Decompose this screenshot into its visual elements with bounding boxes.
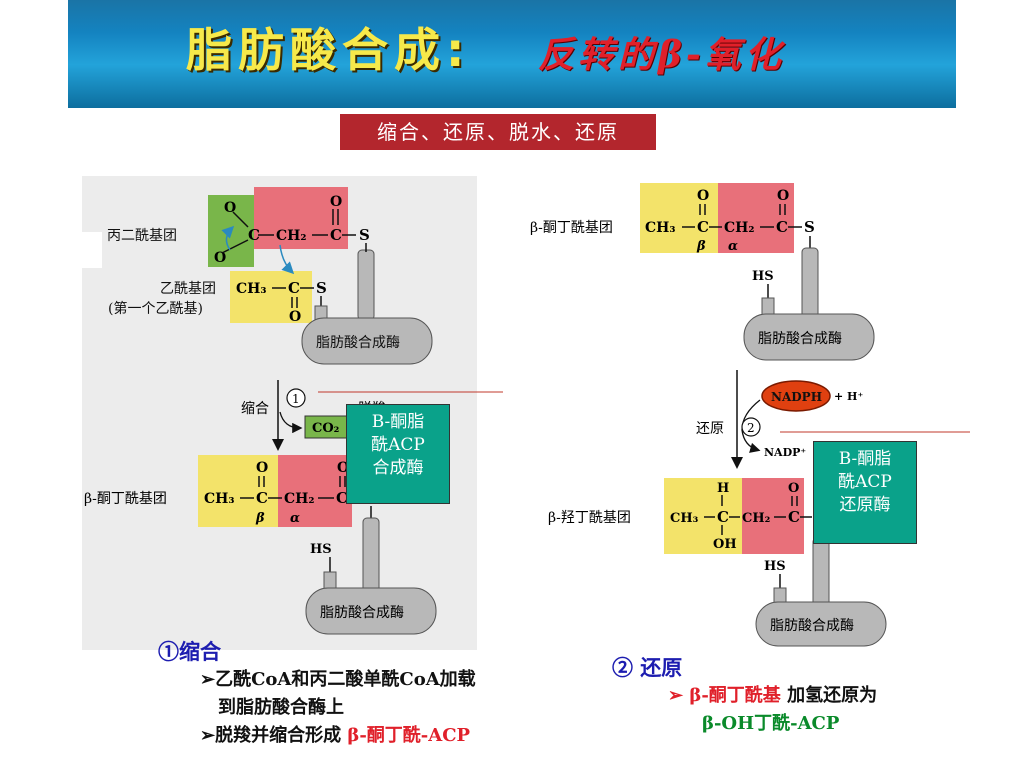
atom-c: C	[330, 226, 342, 244]
atom-o: O	[289, 309, 301, 325]
title-subtitle: 反转的β-氧化	[538, 34, 785, 76]
atom-c: C	[717, 508, 729, 526]
atom-c: C	[788, 508, 800, 526]
beta-symbol: β	[696, 239, 706, 254]
note-highlight: β-酮丁酰-ACP	[347, 725, 471, 746]
group-oh: OH	[713, 537, 737, 552]
right-product-yellow-box	[664, 478, 742, 554]
atom-c: C	[697, 218, 709, 236]
enzyme-label: 脂肪酸合成酶	[758, 331, 842, 347]
atom-c: C	[256, 489, 268, 507]
reduction-notes: ② 还原 ➢ β-酮丁酰基 加氢还原为 β-OH丁酰-ACP	[542, 652, 882, 738]
steps-banner: 缩合、还原、脱水、还原	[340, 114, 656, 150]
atom-c: C	[248, 226, 260, 244]
atom-h: H	[717, 481, 729, 496]
group-ch2: CH₂	[742, 511, 770, 526]
callout-line: 合成酶	[372, 458, 424, 478]
note-line: 到脂肪酸合酶上	[218, 697, 344, 718]
group-ch2: CH₂	[276, 228, 307, 244]
nadp-plus-label: NADP⁺	[764, 446, 806, 459]
atom-o: O	[256, 460, 268, 476]
atom-o: O	[697, 188, 709, 204]
atom-o: O	[330, 194, 342, 210]
atom-c: C	[776, 218, 788, 236]
title-header: 脂肪酸合成: 反转的β-氧化	[68, 0, 956, 108]
group-ch3: CH₃	[645, 220, 676, 236]
section-heading: ② 还原	[612, 655, 683, 680]
step2-number: 2	[747, 421, 755, 435]
h-plus-label: + H⁺	[834, 390, 863, 403]
enzyme-label: 脂肪酸合成酶	[770, 618, 854, 634]
callout-line: 酰ACP	[371, 435, 425, 455]
beta-symbol: β	[255, 511, 265, 526]
callout-line: B-酮脂	[371, 412, 425, 432]
note-line: 加氢还原为	[787, 685, 878, 706]
note-line: ➢乙酰CoA和丙二酸单酰CoA加载	[200, 669, 476, 690]
enzyme-top-right	[743, 313, 875, 361]
atom-c: C	[288, 279, 300, 297]
atom-o: O	[788, 481, 799, 496]
note-highlight: β-酮丁酰基	[689, 685, 781, 706]
atom-s: S	[359, 226, 370, 244]
product-label: β-酮丁酰基团	[84, 490, 167, 507]
enzyme-label: 脂肪酸合成酶	[320, 605, 404, 621]
nadph-label: NADPH	[771, 390, 822, 404]
right-yellow-box	[640, 183, 718, 253]
callout-reductase: B-酮脂 酰ACP 还原酶	[813, 441, 917, 544]
atom-c: C	[336, 489, 348, 507]
note-highlight: β-OH丁酰-ACP	[702, 713, 840, 734]
group-ch3: CH₃	[670, 511, 699, 526]
callout-line: 酰ACP	[838, 472, 892, 492]
bullet-marker: ➢	[668, 685, 684, 706]
enzyme-bottom-right	[755, 601, 887, 647]
product-red-box	[278, 455, 352, 527]
product-yellow-box	[198, 455, 278, 527]
right-red-box	[718, 183, 794, 253]
acetyl-yellow-box	[230, 271, 312, 323]
label-malonyl: 丙二酰基团	[107, 227, 177, 244]
right-product-red-box	[742, 478, 804, 554]
group-ch2: CH₂	[724, 220, 755, 236]
hs-label: HS	[764, 559, 786, 574]
alpha-symbol: α	[728, 239, 738, 254]
right-substrate-label: β-酮丁酰基团	[530, 219, 613, 236]
hs-label: HS	[310, 542, 332, 557]
enzyme-bottom-left	[305, 587, 437, 635]
enzyme-label: 脂肪酸合成酶	[316, 335, 400, 351]
step1-label: 缩合	[241, 401, 269, 417]
left-panel-notch	[82, 232, 102, 268]
enzyme-top-left	[301, 317, 433, 365]
group-ch3: CH₃	[204, 491, 235, 507]
co2-label: CO₂	[312, 421, 339, 436]
callout-synthase: B-酮脂 酰ACP 合成酶	[346, 404, 450, 504]
atom-s: S	[316, 279, 327, 297]
callout-line: B-酮脂	[838, 449, 892, 469]
nadph-oval	[761, 380, 831, 412]
condensation-notes: ①缩合 ➢乙酰CoA和丙二酸单酰CoA加载 到脂肪酸合酶上 ➢脱羧并缩合形成 β…	[90, 636, 510, 750]
note-line: ➢脱羧并缩合形成	[200, 725, 342, 746]
atom-o: O	[777, 188, 789, 204]
atom-o: O	[214, 250, 226, 266]
section-heading: ①缩合	[158, 639, 221, 664]
hs-label: HS	[752, 269, 774, 284]
atom-s: S	[804, 218, 815, 236]
step1-number: 1	[292, 392, 300, 406]
title-main: 脂肪酸合成:	[186, 23, 471, 77]
group-ch3: CH₃	[236, 281, 267, 297]
label-acetyl-1: 乙酰基团	[160, 280, 216, 297]
step2-label: 还原	[696, 421, 724, 437]
label-acetyl-2: (第一个乙酰基)	[108, 300, 203, 317]
callout-line: 还原酶	[839, 495, 891, 515]
group-ch2: CH₂	[284, 491, 315, 507]
right-product-label: β-羟丁酰基团	[548, 509, 631, 526]
alpha-symbol: α	[290, 511, 300, 526]
